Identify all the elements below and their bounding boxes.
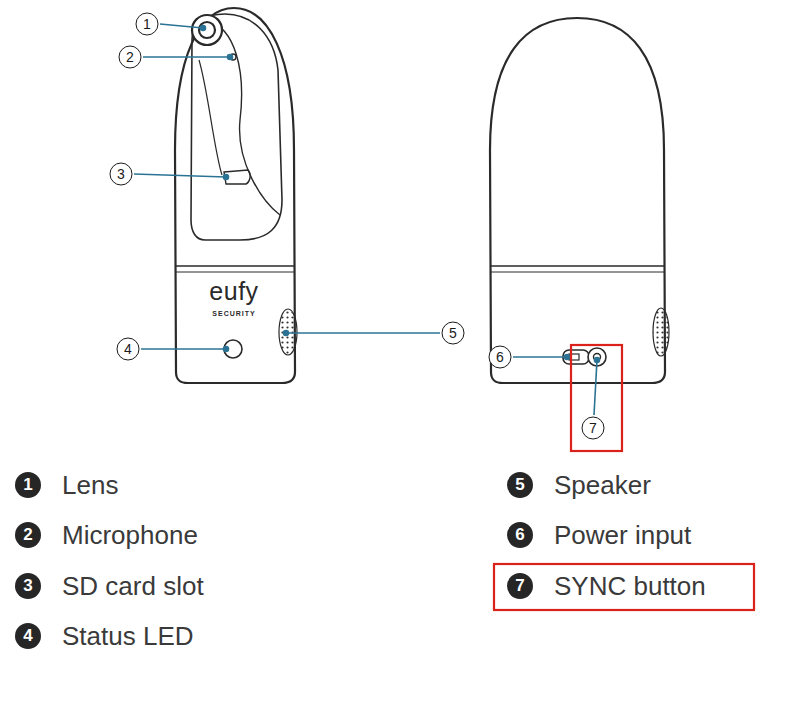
highlight-box — [494, 564, 754, 610]
highlight-box — [571, 345, 622, 451]
part-name: SYNC button — [554, 571, 706, 602]
leader-lines — [134, 24, 600, 415]
list-number: 2 — [15, 522, 41, 548]
brand-subtitle: SECURITY — [212, 310, 255, 317]
list-number: 7 — [507, 573, 533, 599]
list-number: 1 — [15, 472, 41, 498]
callout-number: 5 — [442, 322, 465, 345]
list-number: 6 — [507, 522, 533, 548]
callout-number: 1 — [136, 13, 159, 36]
callout-number: 3 — [110, 163, 133, 186]
part-name: Lens — [62, 470, 118, 501]
part-name: Power input — [554, 520, 691, 551]
part-name: SD card slot — [62, 571, 204, 602]
callout-number: 7 — [582, 417, 605, 440]
part-name: Microphone — [62, 520, 198, 551]
callout-number: 4 — [117, 338, 140, 361]
callout-number: 2 — [119, 46, 142, 69]
front-view — [175, 8, 297, 383]
list-number: 4 — [15, 623, 41, 649]
brand-logo: eufy — [209, 277, 258, 306]
list-number: 3 — [15, 573, 41, 599]
list-number: 5 — [507, 472, 533, 498]
back-view — [490, 18, 669, 383]
part-name: Status LED — [62, 621, 194, 652]
callout-number: 6 — [489, 346, 512, 369]
part-name: Speaker — [554, 470, 651, 501]
